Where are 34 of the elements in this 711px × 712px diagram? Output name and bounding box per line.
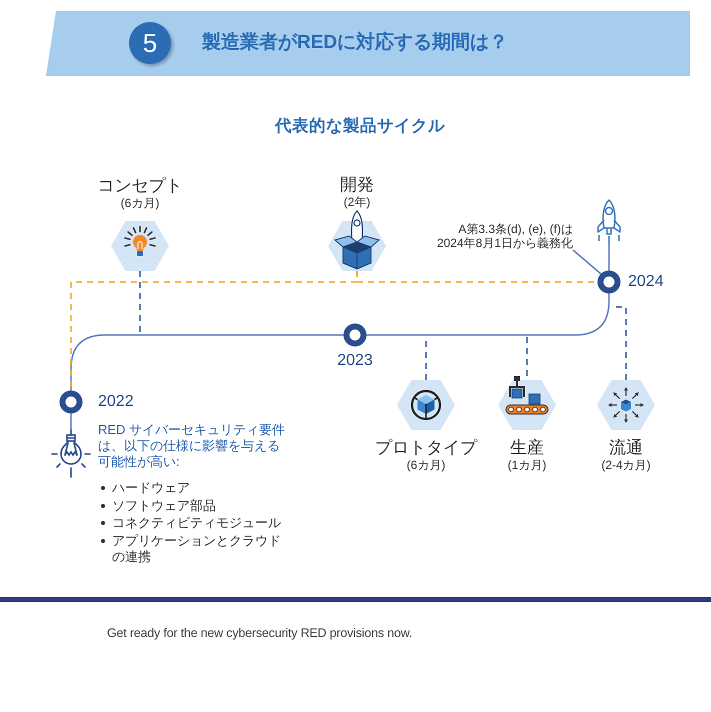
step-number: 5 [129, 22, 171, 64]
page-title: 製造業者がREDに対応する期間は？ [202, 32, 508, 54]
list-item: コネクティビティモジュール [112, 515, 281, 532]
list-item: ソフトウェア部品 [112, 498, 216, 514]
milestone-marker [59, 390, 83, 414]
stage-duration: (2-4カ月) [601, 458, 651, 472]
list-item: アプリケーションとクラウドの連携 [112, 532, 282, 566]
connector-line [70, 414, 72, 430]
dashed-connector [139, 271, 141, 335]
year-label: 2024 [628, 272, 664, 292]
milestone-marker [597, 270, 621, 294]
stage-title: プロトタイプ [375, 438, 477, 458]
stage-title: 生産 [510, 438, 544, 458]
milestone-marker [343, 323, 367, 347]
stage-duration: (2年) [344, 195, 370, 209]
dashed-connector [526, 336, 528, 376]
stage-duration: (6カ月) [120, 196, 160, 210]
year-label: 2022 [98, 392, 134, 412]
connector-line [608, 243, 610, 270]
timeline-line [70, 334, 344, 390]
leader-line [572, 249, 602, 274]
section-subtitle: 代表的な製品サイクル [275, 116, 445, 137]
callout-note: A第3.3条(d), (e), (f)は 2024年8月1日から義務化 [429, 222, 573, 250]
description-text: RED サイバーセキュリティ要件は、以下の仕様に影響を与える可能性が高い: [98, 422, 286, 470]
timeline-line [366, 294, 610, 336]
stage-title: 開発 [340, 175, 374, 195]
stage-title: コンセプト [98, 176, 182, 196]
stage-duration: (6カ月) [406, 458, 446, 472]
footer-text: Get ready for the new cybersecurity RED provisions now. [107, 625, 412, 642]
list-item: ハードウェア [112, 480, 190, 496]
stage-title: 流通 [609, 438, 643, 458]
lightbulb-icon [51, 430, 91, 478]
year-label: 2023 [336, 351, 374, 371]
stage-duration: (1カ月) [508, 458, 546, 472]
